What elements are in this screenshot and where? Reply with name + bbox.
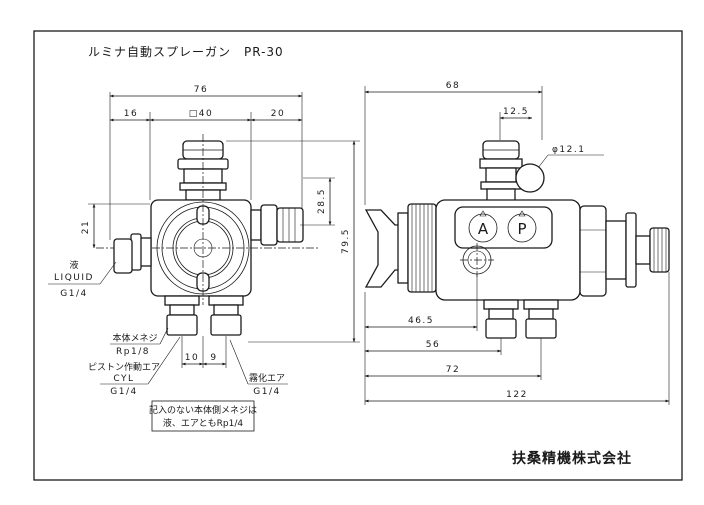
dim-spacing-9: 9 — [210, 353, 217, 363]
label-body-screw-thread: Rp1/8 — [116, 347, 150, 357]
label-liquid-thread: G1/4 — [60, 289, 87, 299]
port-a-label: A — [478, 220, 489, 238]
label-piston-air-thread: G1/4 — [110, 387, 137, 397]
dim-side-68: 68 — [446, 81, 460, 91]
port-p-label: P — [517, 220, 526, 238]
dim-left-offset: 16 — [124, 109, 138, 119]
dim-body-square: □40 — [189, 109, 213, 119]
dim-spacing-10: 10 — [185, 353, 199, 363]
label-piston-air: ピストン作動エア — [88, 361, 160, 373]
dim-height-79-5: 79.5 — [341, 228, 351, 254]
front-view: 76 16 □40 20 — [48, 85, 360, 432]
label-body-screw: 本体メネジ — [112, 332, 157, 344]
dim-side-12-5: 12.5 — [503, 107, 529, 117]
dim-left-21: 21 — [81, 220, 91, 234]
dim-height-28-5: 28.5 — [317, 188, 327, 214]
dim-right-offset: 20 — [271, 109, 285, 119]
side-view: 68 12.5 φ12.1 A P — [364, 81, 670, 405]
dim-side-122: 122 — [506, 390, 528, 400]
company-name: 扶桑精機株式会社 — [512, 450, 632, 467]
label-liquid-en: LIQUID — [54, 273, 94, 283]
note-line-2: 液、エアともRp1/4 — [163, 417, 244, 429]
label-liquid-jp: 液 — [69, 259, 78, 271]
dim-side-72: 72 — [446, 365, 460, 375]
label-piston-air-code: CYL — [113, 374, 134, 384]
label-atomizing-air-thread: G1/4 — [253, 387, 280, 397]
note-line-1: 記入のない本体側メネジは — [149, 404, 257, 416]
label-atomizing-air: 霧化エア — [249, 372, 285, 384]
dim-side-46-5: 46.5 — [408, 316, 434, 326]
drawing-title: ルミナ自動スプレーガン PR-30 — [88, 45, 284, 59]
dim-overall-width: 76 — [194, 85, 208, 95]
drawing-frame — [33, 30, 683, 481]
dim-side-56: 56 — [426, 340, 440, 350]
dim-side-phi12-1: φ12.1 — [552, 145, 585, 155]
note-box — [151, 400, 255, 432]
